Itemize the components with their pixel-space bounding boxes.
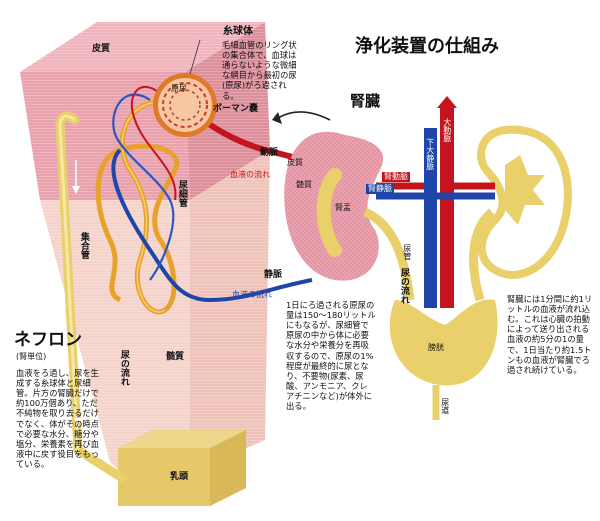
nephron-medulla-label: 髄質	[166, 352, 185, 362]
artery-label: 動脈	[260, 148, 279, 158]
right-ureter	[469, 208, 496, 302]
nephron-description: 血液をろ過し、尿を生成する糸球体と尿細管。片方の腎臓だけで約100万個あり、ただ…	[16, 368, 99, 469]
nephron-subtitle: (腎単位)	[16, 352, 47, 361]
kidney-system	[284, 96, 572, 420]
filtration-note: 1日にろ過される原尿の量は150〜180リットルにもなるが、尿細管で原尿の中から…	[286, 300, 376, 412]
glomerulus-label: 糸球体	[223, 26, 253, 37]
papilla-label: 乳頭	[170, 472, 189, 482]
blood-flow-label-2: 血液の流れ	[232, 290, 272, 299]
aorta-label: 大動脈	[442, 118, 452, 142]
primary-urine-label: 原尿	[171, 84, 187, 93]
glomerulus-description: 毛細血管のリング状の集合体で、血球は通らないような微細な網目から最初の尿(原尿)…	[222, 40, 297, 101]
renal-tubule-label: 尿細管	[176, 180, 187, 207]
urine-flow-label-1: 尿の流れ	[118, 350, 129, 386]
left-ureter	[362, 207, 415, 301]
urine-flow-label-2: 尿の流れ	[398, 268, 409, 304]
aorta	[440, 108, 454, 308]
kidney-medulla-label: 髄質	[296, 180, 312, 189]
blood-flow-note: 腎臓には1分間に約1リットルの血液が流れ込む。これは心臓の拍動によって送り出され…	[507, 294, 593, 375]
bowman-label: ボーマン嚢	[213, 104, 259, 114]
nephron-cortex-label: 皮質	[92, 44, 111, 54]
vena-cava-label: 下大静脈	[425, 138, 435, 170]
kidney-title: 腎臓	[350, 92, 381, 110]
renal-vein-label: 腎静脈	[366, 184, 394, 194]
nephron-title: ネフロン	[14, 330, 82, 350]
vein-label: 静脈	[264, 270, 283, 280]
blood-flow-label-1: 血液の流れ	[230, 170, 270, 179]
kidney-cortex-label: 皮質	[287, 158, 303, 167]
bladder	[389, 299, 498, 386]
papilla-block	[118, 448, 210, 506]
vein-vessel	[111, 148, 313, 303]
renal-artery-label: 腎動脈	[382, 172, 410, 182]
kidney-pelvis-label: 腎盂	[335, 203, 351, 212]
bladder-label: 膀胱	[428, 343, 444, 352]
pointer-arrow	[277, 111, 331, 121]
page-title: 浄化装置の仕組み	[355, 36, 499, 57]
collecting-duct-label: 集合管	[78, 232, 89, 259]
glomerulus	[153, 73, 217, 137]
vena-cava	[424, 128, 437, 308]
urethra-label: 尿道	[440, 398, 450, 414]
ureter-label: 尿管	[402, 244, 412, 260]
